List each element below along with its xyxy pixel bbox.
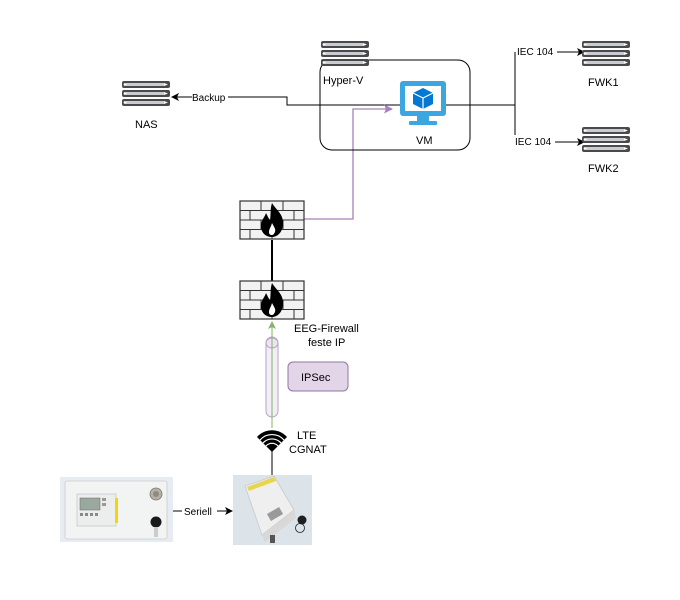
lte-modem-photo: [233, 475, 312, 545]
node-label-nas: NAS: [135, 119, 158, 131]
node-lte[interactable]: LTE CGNAT: [257, 430, 327, 456]
edge-label-serial: Seriell: [184, 507, 212, 518]
node-ipsec[interactable]: IPSec: [287, 361, 349, 392]
server-rack-icon: [582, 127, 630, 152]
node-nas[interactable]: NAS: [122, 81, 170, 131]
firewall-icon: [239, 280, 305, 320]
edge-label-iec1: IEC 104: [517, 47, 554, 58]
node-fwk2[interactable]: FWK2: [582, 127, 630, 175]
node-label-eeg-line1: EEG-Firewall: [294, 323, 359, 335]
node-label-ipsec: IPSec: [301, 372, 331, 384]
node-hyperv[interactable]: Hyper-V: [319, 41, 471, 151]
server-rack-icon: [122, 81, 170, 106]
node-modem-device[interactable]: [233, 475, 312, 545]
node-label-lte-line1: LTE: [297, 430, 316, 442]
server-rack-icon: [321, 41, 369, 66]
edge-firewall-vm: [304, 104, 393, 220]
node-label-eeg-line2: feste IP: [308, 337, 345, 349]
edge-backup: [228, 96, 402, 106]
node-label-fwk2: FWK2: [588, 163, 619, 175]
virtual-machine-icon: [400, 81, 446, 125]
wireless-signal-icon: [257, 430, 287, 452]
edge-label-iec2: IEC 104: [515, 137, 552, 148]
node-label-fwk1: FWK1: [588, 77, 619, 89]
node-vm[interactable]: VM: [400, 81, 446, 147]
edge-label-backup: Backup: [192, 93, 226, 104]
firewall-icon: [239, 200, 305, 240]
node-label-lte-line2: CGNAT: [289, 444, 327, 456]
server-rack-icon: [582, 41, 630, 66]
node-label-hyperv: Hyper-V: [323, 75, 364, 87]
meter-device-photo: [60, 477, 173, 542]
node-firewall-eeg[interactable]: EEG-Firewall feste IP: [239, 280, 359, 349]
node-label-vm: VM: [416, 135, 433, 147]
node-firewall-top[interactable]: [239, 200, 305, 240]
node-meter-device[interactable]: [60, 477, 173, 542]
node-fwk1[interactable]: FWK1: [582, 41, 630, 89]
